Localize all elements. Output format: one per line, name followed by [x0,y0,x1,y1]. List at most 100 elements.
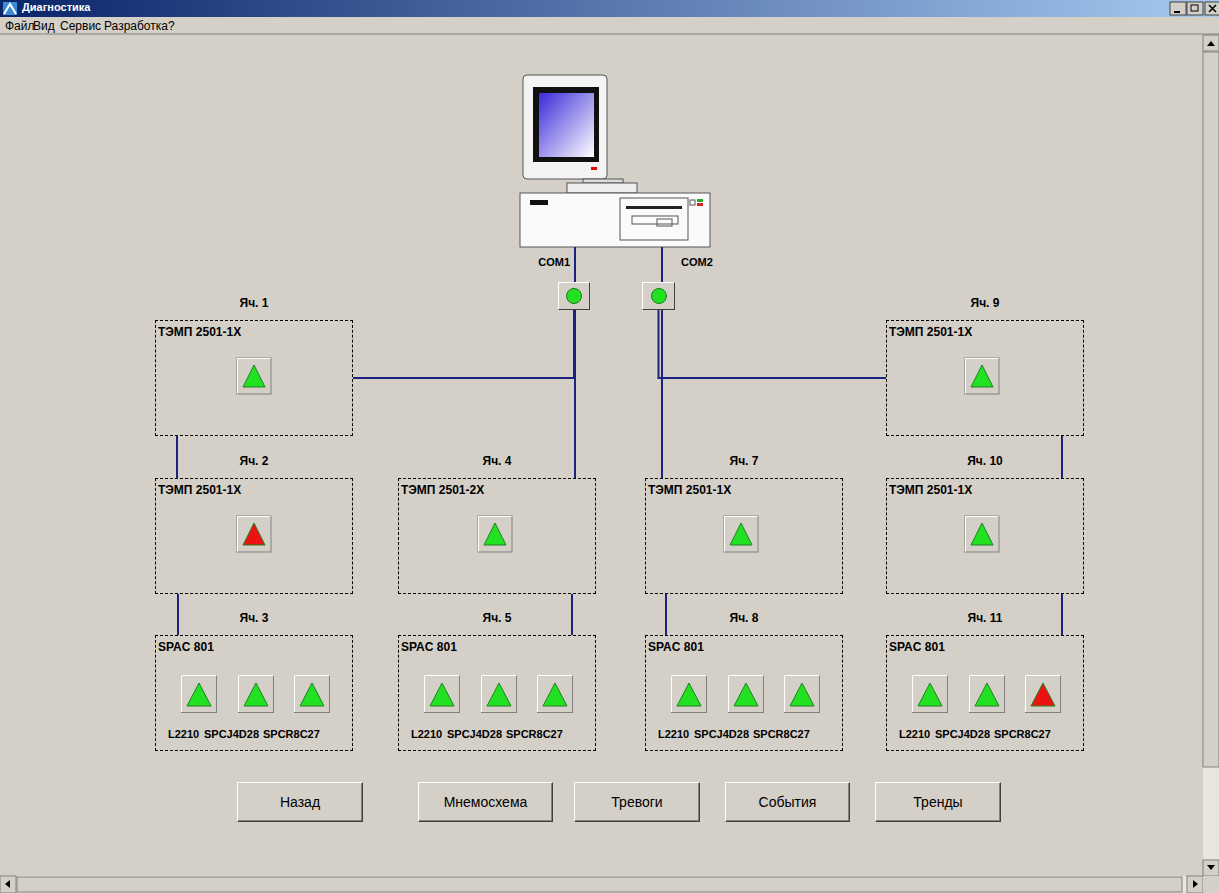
status-button [481,675,517,713]
device-type: ТЭМП 2501-1Х [889,483,972,497]
nav-button: Назад [237,782,363,822]
window-controls [1170,2,1219,15]
device-type: SPAC 801 [401,640,457,654]
cell-heading: Яч. 1 [156,296,352,310]
status-icon: SPCJ4D28 [447,675,502,740]
status-button [912,675,948,713]
status-icon: SPCJ4D28 [694,675,749,740]
cell-heading: Яч. 7 [646,454,842,468]
cell-frame: Яч. 8SPAC 801L2210SPCJ4D28SPCR8C27 [645,635,843,751]
button-caption: Тренды [913,794,962,810]
cell-heading: Яч. 5 [399,611,595,625]
status-icon: L2210 [658,675,689,740]
device-type: SPAC 801 [648,640,704,654]
menu-item: Вид [33,19,55,33]
title-bar [0,0,1219,17]
menu-item: ? [168,19,175,33]
device-type: SPAC 801 [889,640,945,654]
status-icon: L2210 [899,675,930,740]
status-led [651,288,667,304]
status-button [671,675,707,713]
bus-line [177,594,179,635]
computer-illustration [520,75,710,247]
scrollbars [0,35,1219,893]
bus-line [1061,436,1063,478]
bus-line [1061,594,1063,635]
bus-line [353,310,574,378]
button-caption: Назад [280,794,320,810]
device-label: L2210 [658,728,689,740]
port-label: COM1 [538,256,570,268]
window-title: Диагностика [22,1,90,13]
cell-frame: Яч. 4ТЭМП 2501-2Х [398,478,596,594]
cell-heading: Яч. 2 [156,454,352,468]
cell-heading: Яч. 9 [887,296,1083,310]
status-button [728,675,764,713]
nav-button: События [725,782,850,822]
bus-line [665,594,667,635]
status-icons [237,358,999,552]
cell-frame: Яч. 10ТЭМП 2501-1Х [886,478,1084,594]
button-caption: Тревоги [611,794,662,810]
bus-line [661,310,663,478]
device-label: SPCJ4D28 [204,728,259,740]
device-type: ТЭМП 2501-1Х [158,483,241,497]
device-label: SPCJ4D28 [935,728,990,740]
device-type: ТЭМП 2501-1Х [158,325,241,339]
cell-frame: Яч. 3SPAC 801L2210SPCJ4D28SPCR8C27 [155,635,353,751]
device-type: ТЭМП 2501-1Х [648,483,731,497]
cell-heading: Яч. 4 [399,454,595,468]
bus-line [659,310,887,378]
nav-button: Мнемосхема [418,782,553,822]
status-button [181,675,217,713]
cell-frame: Яч. 5SPAC 801L2210SPCJ4D28SPCR8C27 [398,635,596,751]
cell-frame: Яч. 7ТЭМП 2501-1Х [645,478,843,594]
cell-frame: Яч. 2ТЭМП 2501-1Х [155,478,353,594]
button-caption: События [759,794,817,810]
device-label: L2210 [899,728,930,740]
device-label: SPCR8C27 [506,728,563,740]
device-type: ТЭМП 2501-2Х [401,483,484,497]
bus-line [574,310,576,478]
status-button [969,675,1005,713]
cell-heading: Яч. 11 [887,611,1083,625]
status-button [294,675,330,713]
menu-item: Файл [5,19,35,33]
device-label: SPCR8C27 [753,728,810,740]
status-icon: SPCR8C27 [506,675,563,740]
bus-line [571,594,573,635]
status-button [238,675,274,713]
app-icon [3,2,17,15]
status-icon: L2210 [168,675,199,740]
com-cable [575,247,662,282]
status-button [1025,675,1061,713]
port-label: COM2 [681,256,713,268]
bus-line [176,436,178,478]
device-label: L2210 [411,728,442,740]
device-type: ТЭМП 2501-1Х [889,325,972,339]
com-port: COM1 [558,282,590,310]
nav-button: Тренды [875,782,1001,822]
button-caption: Мнемосхема [444,794,528,810]
cell-frame: Яч. 11SPAC 801L2210SPCJ4D28SPCR8C27 [886,635,1084,751]
status-button [424,675,460,713]
status-icon: SPCR8C27 [753,675,810,740]
nav-button: Тревоги [574,782,700,822]
status-led [566,288,582,304]
cell-frame: Яч. 9ТЭМП 2501-1Х [886,320,1084,436]
cell-heading: Яч. 3 [156,611,352,625]
status-icon: L2210 [411,675,442,740]
status-icon: SPCR8C27 [263,675,320,740]
cell-heading: Яч. 8 [646,611,842,625]
device-label: SPCR8C27 [263,728,320,740]
cell-heading: Яч. 10 [887,454,1083,468]
device-label: SPCJ4D28 [694,728,749,740]
status-button [537,675,573,713]
menu-item: Разработка [104,19,168,33]
status-icon: SPCJ4D28 [935,675,990,740]
status-icon: SPCR8C27 [994,675,1051,740]
menu-item: Сервис [60,19,101,33]
com-port: COM2 [642,282,675,310]
